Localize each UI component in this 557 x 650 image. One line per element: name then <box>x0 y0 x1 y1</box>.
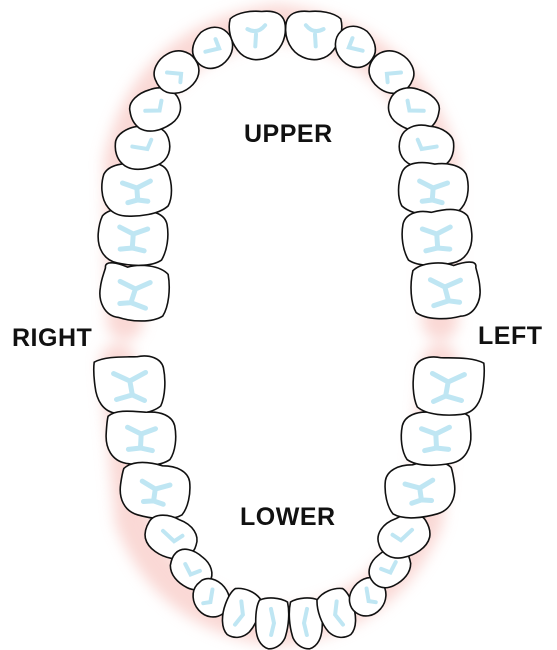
tooth-upper-left-molar-3 <box>410 261 482 321</box>
lower-label: LOWER <box>240 505 336 530</box>
tooth-upper-left-molar-1 <box>397 161 470 219</box>
tooth-lower-left-molar-2 <box>400 410 472 467</box>
tooth-upper-left-molar-2 <box>400 208 473 267</box>
tooth-upper-right-central-incisor <box>228 8 289 62</box>
upper-arch <box>96 8 481 324</box>
tooth-lower-right-molar-3 <box>93 355 166 415</box>
tooth-lower-left-molar-1 <box>382 458 459 521</box>
tooth-lower-left-molar-3 <box>412 356 485 416</box>
left-label: LEFT <box>478 324 543 349</box>
upper-label: UPPER <box>244 122 333 147</box>
tooth-lower-right-molar-2 <box>105 410 177 467</box>
right-label: RIGHT <box>12 326 92 351</box>
